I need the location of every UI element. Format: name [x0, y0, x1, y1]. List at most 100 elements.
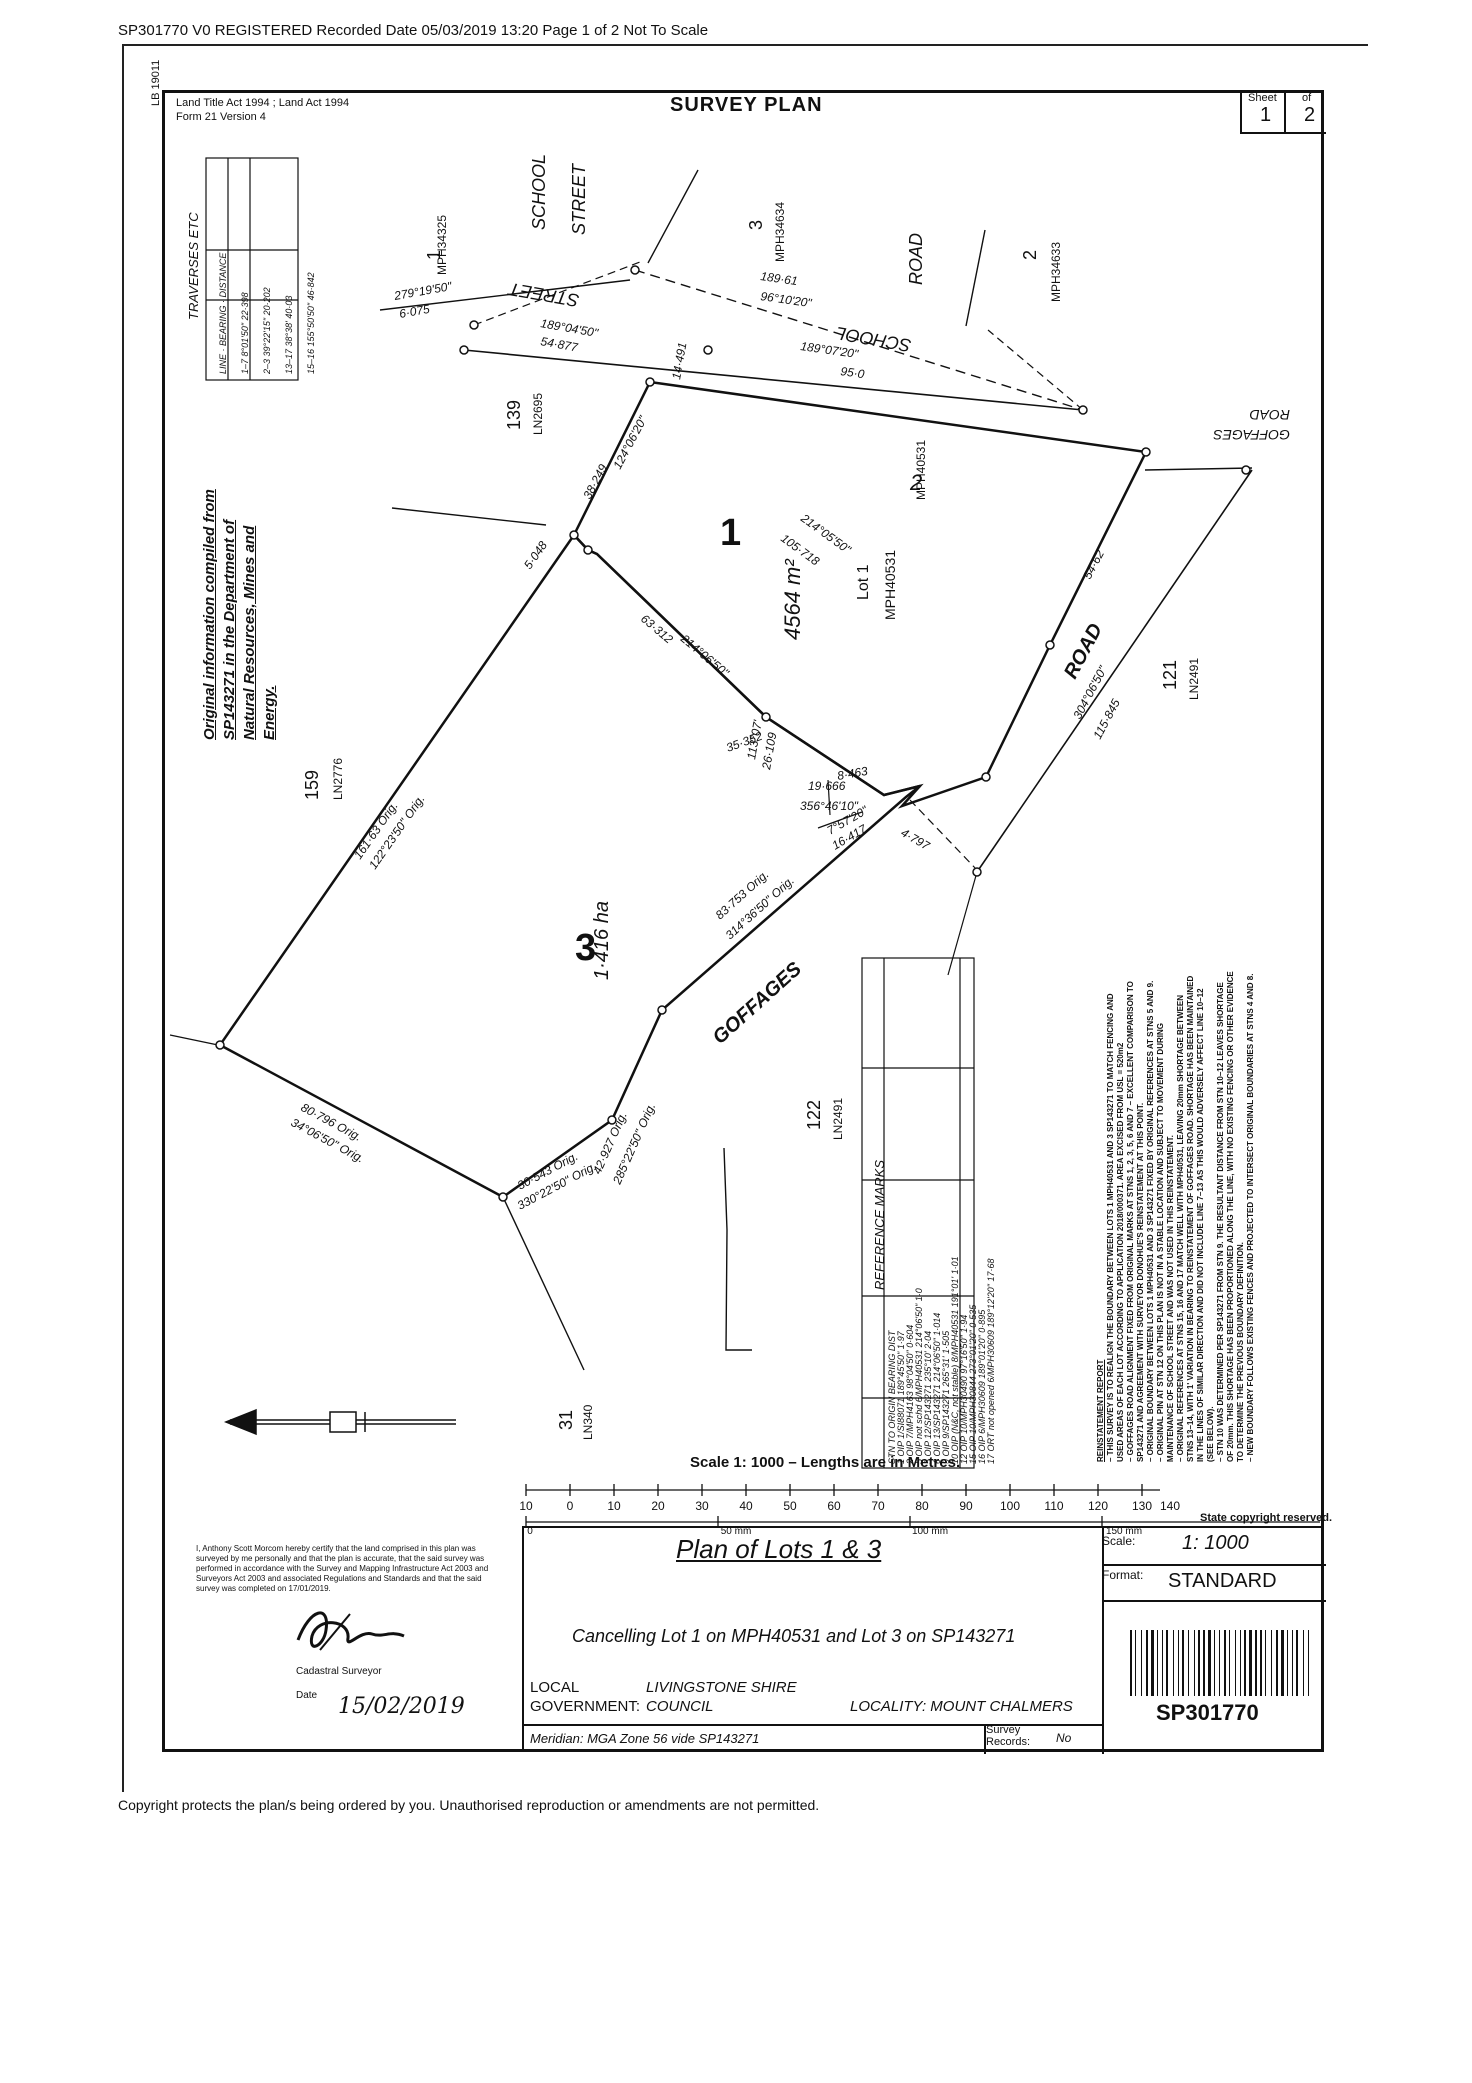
- barcode-bar: [1135, 1630, 1136, 1696]
- svg-text:38·249: 38·249: [580, 462, 610, 502]
- svg-text:95·0: 95·0: [840, 364, 866, 381]
- sheet-label: Sheet: [1248, 92, 1277, 104]
- lot-159-line-b: [169, 1034, 219, 1046]
- svg-text:MPH34634: MPH34634: [773, 202, 787, 262]
- svg-text:LN2776: LN2776: [331, 758, 345, 800]
- report-line: – ORIGINAL REFERENCES AT STNS 15, 16 AND…: [1176, 994, 1185, 1462]
- barcode-bar: [1229, 1630, 1230, 1696]
- barcode-bar: [1240, 1630, 1241, 1696]
- north-arrow: [223, 1408, 456, 1436]
- barcode-bar: [1265, 1630, 1266, 1696]
- svg-text:80: 80: [915, 1499, 929, 1513]
- barcode-bar: [1287, 1630, 1288, 1696]
- scale-field-value: 1: 1000: [1182, 1532, 1249, 1554]
- svg-text:0: 0: [527, 1526, 533, 1537]
- report-line: – ORIGINAL BOUNDARY BETWEEN LOTS 1 MPH40…: [1146, 980, 1155, 1462]
- compiled-note: Original information compiled from SP143…: [201, 489, 278, 740]
- sheet-border: [122, 44, 1368, 1792]
- road-north-a: [647, 169, 699, 264]
- report-lines: – THIS SURVEY IS TO REALIGN THE BOUNDARY…: [1106, 971, 1256, 1462]
- report-line: MAINTENANCE OF SCHOOL STREET AND WAS NOT…: [1166, 1135, 1175, 1462]
- traverses-title: TRAVERSES ETC: [186, 212, 201, 320]
- road-goffages-curve: [976, 469, 1253, 873]
- gum-tree-line-b: [827, 779, 831, 816]
- legislation-block: Land Title Act 1994 ; Land Act 1994 Form…: [176, 96, 349, 124]
- svg-text:MPH40531: MPH40531: [914, 440, 928, 500]
- barcode-bar: [1178, 1630, 1179, 1696]
- svg-text:159: 159: [302, 770, 322, 800]
- report-line: OF 20mm. THIS SHORTAGE HAS BEEN PROPORTI…: [1226, 971, 1235, 1462]
- svg-text:8·463: 8·463: [836, 764, 869, 783]
- barcode-bar: [1173, 1630, 1174, 1696]
- barcode-bar: [1198, 1630, 1200, 1696]
- svg-text:LN2695: LN2695: [531, 393, 545, 435]
- svg-text:2: 2: [1020, 250, 1040, 260]
- barcode-bar: [1255, 1630, 1257, 1696]
- barcode-bar: [1214, 1630, 1215, 1696]
- road-goffages-east: [1144, 467, 1253, 471]
- report-line: – NEW BOUNDARY FOLLOWS EXISTING FENCES A…: [1246, 973, 1255, 1462]
- svg-text:54·877: 54·877: [539, 334, 580, 355]
- svg-text:6·075: 6·075: [398, 302, 431, 321]
- title-block-rule: [1102, 1600, 1326, 1602]
- road-goffages-south-b: [502, 1196, 585, 1371]
- title-block-divider: [1102, 1528, 1104, 1754]
- svg-text:GOFFAGES: GOFFAGES: [709, 958, 807, 1049]
- svg-text:1·416 ha: 1·416 ha: [591, 901, 613, 980]
- svg-text:113°07': 113°07': [744, 718, 765, 760]
- reinstatement-report: REINSTATEMENT REPORT – THIS SURVEY IS TO…: [1096, 971, 1256, 1462]
- registration-header: SP301770 V0 REGISTERED Recorded Date 05/…: [118, 22, 709, 39]
- barcode-bar: [1141, 1630, 1142, 1696]
- traverses-header-bearing: BEARING: [218, 305, 228, 346]
- local-label: LOCAL: [530, 1679, 580, 1696]
- traverses-header-distance: DISTANCE: [218, 252, 228, 298]
- svg-text:356°46'10": 356°46'10": [800, 799, 859, 813]
- barcode-bar: [1130, 1630, 1132, 1696]
- state-copyright: State copyright reserved.: [1200, 1512, 1333, 1524]
- barcode-bar: [1276, 1630, 1278, 1696]
- traverse-2-3: [909, 799, 978, 871]
- survey-records-value: No: [1056, 1731, 1072, 1745]
- svg-text:96°10'20": 96°10'20": [760, 289, 814, 310]
- svg-text:LN2491: LN2491: [1187, 658, 1201, 700]
- svg-text:121: 121: [1160, 660, 1180, 690]
- road-goffages-south: [723, 1147, 752, 1351]
- svg-text:10: 10: [519, 1499, 533, 1513]
- lot-3-boundary: [218, 533, 921, 1199]
- traverse-bearing: 155°50'50": [306, 302, 316, 347]
- traverse-distance: 22·398: [240, 292, 250, 321]
- svg-text:3: 3: [746, 220, 766, 230]
- report-line: SP143271 AND AGREEMENT WITH SURVEYOR DON…: [1136, 1102, 1145, 1462]
- format-field-value: STANDARD: [1168, 1570, 1277, 1592]
- locality: LOCALITY: MOUNT CHALMERS: [850, 1698, 1073, 1715]
- barcode-bar: [1281, 1630, 1284, 1696]
- gum-tree-line: [817, 811, 863, 829]
- svg-text:20: 20: [651, 1499, 665, 1513]
- barcode-bar: [1182, 1630, 1184, 1696]
- title-block: [522, 1526, 1326, 1754]
- sheet-total: 2: [1304, 104, 1316, 126]
- svg-text:122: 122: [804, 1100, 824, 1130]
- road-school-street-west: [379, 279, 631, 311]
- road-north-b: [965, 229, 986, 327]
- boundary-dimension-labels: 189°07'20" 95·0 214°05'50" 105·718 54·62…: [289, 269, 1123, 1213]
- svg-text:Lot 1: Lot 1: [855, 564, 872, 600]
- road-goffages-lower: [947, 871, 978, 976]
- sheet-divider: [1284, 90, 1286, 132]
- cancelling-line: Cancelling Lot 1 on MPH40531 and Lot 3 o…: [572, 1626, 1016, 1646]
- svg-text:0: 0: [567, 1499, 574, 1513]
- report-line: TO DETERMINE THE PREVIOUS BOUNDARY DEFIN…: [1236, 1242, 1245, 1462]
- barcode-bar: [1244, 1630, 1246, 1696]
- cadastral-surveyor-label: Cadastral Surveyor: [296, 1666, 382, 1677]
- svg-text:63·312: 63·312: [638, 612, 676, 647]
- barcode-bar: [1166, 1630, 1168, 1696]
- svg-text:MPH34633: MPH34633: [1049, 242, 1063, 302]
- reference-marks-title: REFERENCE MARKS: [872, 1159, 887, 1290]
- svg-text:120: 120: [1088, 1499, 1108, 1513]
- report-line: – STN 10 WAS DETERMINED PER SP143271 FRO…: [1216, 982, 1225, 1462]
- svg-text:31: 31: [556, 1410, 576, 1430]
- barcode-bar: [1146, 1630, 1148, 1696]
- svg-text:5·048: 5·048: [521, 538, 550, 571]
- report-line: – ORIGINAL PIN AT STN 12 ON THIS PLAN IS…: [1156, 1023, 1165, 1462]
